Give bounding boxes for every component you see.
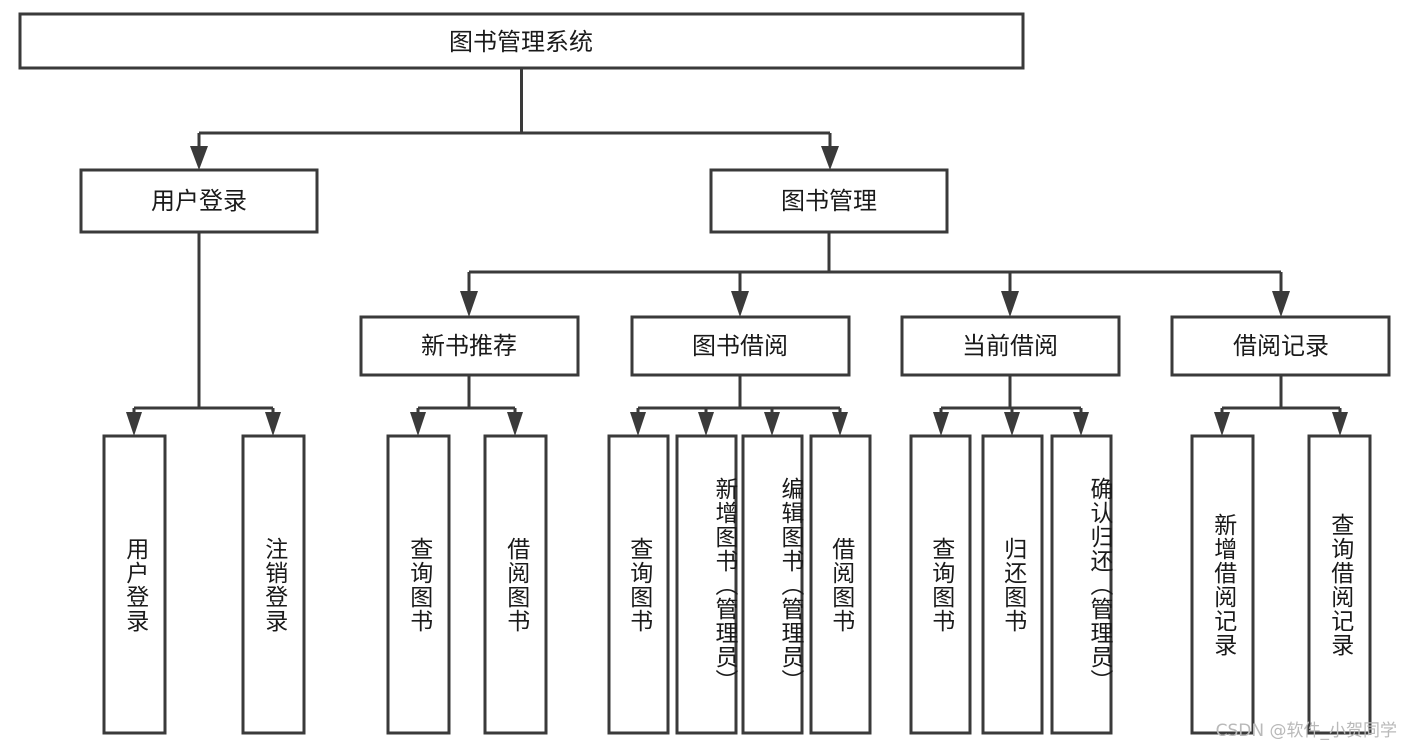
node-new-book-rec[interactable]: 新书推荐 <box>359 315 580 377</box>
node-leaf-borrow-book-1[interactable] <box>483 434 548 735</box>
connector-root-to-level2 <box>190 68 839 170</box>
node-root[interactable]: 图书管理系统 <box>18 12 1025 70</box>
node-leaf-query-book-1[interactable] <box>386 434 451 735</box>
connector-userlogin-to-leaves <box>126 232 281 436</box>
node-root-label: 图书管理系统 <box>449 28 593 56</box>
node-leaf-query-record[interactable] <box>1307 434 1372 735</box>
node-leaf-query-book-3[interactable] <box>909 434 972 735</box>
node-book-manage[interactable]: 图书管理 <box>709 168 949 234</box>
node-leaf-return-book[interactable] <box>981 434 1044 735</box>
node-leaf-user-login[interactable] <box>102 434 167 735</box>
connector-bookmanage-to-level3 <box>460 232 1290 317</box>
node-book-manage-label: 图书管理 <box>781 187 877 215</box>
node-leaf-borrow-book-2[interactable] <box>809 434 872 735</box>
node-leaf-confirm-return[interactable] <box>1050 434 1113 735</box>
leaf-boxes <box>102 434 1372 735</box>
node-book-borrow-label: 图书借阅 <box>692 332 788 360</box>
connector-newbook-to-leaves <box>410 375 523 436</box>
node-leaf-edit-book[interactable] <box>741 434 804 735</box>
node-current-borrow-label: 当前借阅 <box>962 332 1058 360</box>
node-current-borrow[interactable]: 当前借阅 <box>900 315 1121 377</box>
node-leaf-add-record[interactable] <box>1190 434 1255 735</box>
node-book-borrow[interactable]: 图书借阅 <box>630 315 851 377</box>
node-user-login-label: 用户登录 <box>151 187 247 215</box>
node-borrow-record[interactable]: 借阅记录 <box>1170 315 1391 377</box>
node-user-login[interactable]: 用户登录 <box>79 168 319 234</box>
node-new-book-rec-label: 新书推荐 <box>421 332 517 360</box>
connector-borrowrecord-to-leaves <box>1214 375 1348 436</box>
connector-currentborrow-to-leaves <box>933 375 1089 436</box>
node-leaf-query-book-2[interactable] <box>607 434 670 735</box>
connector-bookborrow-to-leaves <box>630 375 848 436</box>
node-leaf-logout[interactable] <box>241 434 306 735</box>
node-borrow-record-label: 借阅记录 <box>1233 332 1329 360</box>
node-leaf-add-book[interactable] <box>675 434 738 735</box>
csdn-watermark: CSDN @软件_小贺同学 <box>1215 721 1397 741</box>
